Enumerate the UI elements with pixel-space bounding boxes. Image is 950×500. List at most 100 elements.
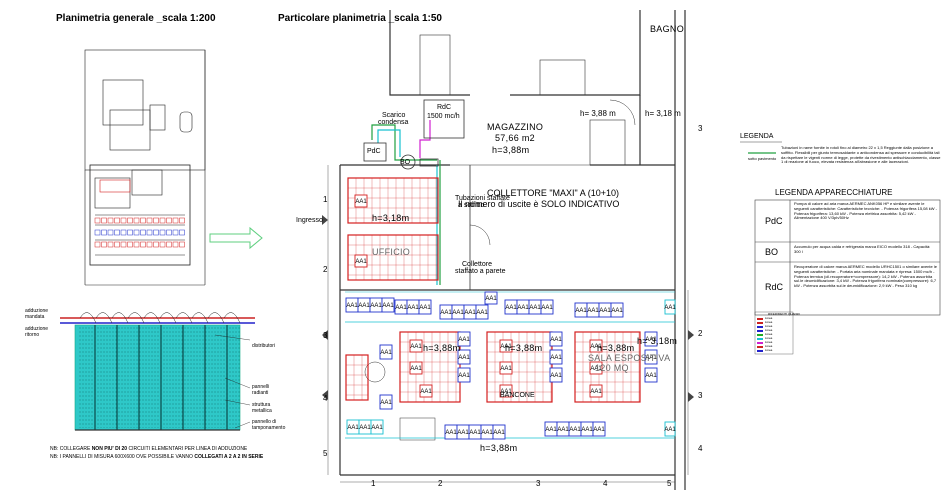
svg-text:AA1: AA1 [458, 355, 470, 361]
legend-pipe-text: Tubazioni in rame fornite in rotoli fino… [781, 145, 941, 165]
grid-label-right: 4 [698, 444, 703, 453]
aa1-panel: AA1 [457, 349, 471, 365]
aa1-panel: AA1 [589, 361, 603, 375]
mini-panel [146, 229, 153, 236]
aa1-panel: AA1 [484, 291, 498, 305]
svg-text:AA1: AA1 [347, 425, 359, 431]
svg-text:AA1: AA1 [593, 427, 605, 433]
svg-text:AA1: AA1 [541, 305, 553, 311]
mini-panel [166, 241, 172, 248]
ingresso-label: Ingresso [296, 217, 323, 224]
svg-text:AA1: AA1 [557, 427, 569, 433]
svg-text:AA1: AA1 [500, 389, 512, 395]
small-legend-swatch [757, 334, 763, 336]
grid-label-bottom: 5 [667, 479, 672, 488]
aa1-panel: AA1 [463, 304, 477, 320]
section-label: mandata [25, 314, 45, 320]
mini-panel [127, 217, 133, 224]
tubazioni-label: Tubazioni staffate [455, 195, 510, 202]
svg-text:AA1: AA1 [587, 308, 599, 314]
aa1-panel: AA1 [379, 344, 393, 360]
aa1-panel: AA1 [549, 349, 563, 365]
mini-panel [133, 229, 140, 236]
svg-text:AA1: AA1 [355, 199, 367, 205]
aa1-panel: AA1 [345, 297, 359, 313]
aa1-panel: AA1 [457, 331, 471, 347]
mini-panel [127, 229, 133, 236]
aa1-panel: AA1 [419, 384, 433, 398]
mini-panel [101, 241, 107, 248]
room-magazzino-area: 57,66 m2 [495, 133, 535, 143]
mini-panel [140, 241, 146, 248]
aa1-panel: AA1 [589, 384, 603, 398]
room-height-label: h=3,88m [423, 343, 461, 353]
mini-panel [107, 217, 114, 224]
room-height-label: h= 3,88 m [580, 109, 616, 118]
svg-text:AA1: AA1 [355, 259, 367, 265]
svg-text:AA1: AA1 [529, 305, 541, 311]
small-legend-row: Linea [765, 332, 773, 336]
collettore-label-2: staffato a parete [455, 268, 506, 275]
distributor-loop [79, 312, 97, 324]
small-legend-swatches [757, 318, 763, 352]
aa1-panel: AA1 [451, 304, 465, 320]
svg-text:AA1: AA1 [464, 310, 476, 316]
mini-panel [159, 217, 166, 224]
aa1-panel: AA1 [568, 421, 582, 437]
aa1-panel: AA1 [549, 367, 563, 383]
distributor-loop [127, 312, 145, 324]
distributor-loop [223, 312, 241, 324]
mini-panel [101, 229, 107, 236]
svg-text:AA1: AA1 [395, 305, 407, 311]
svg-text:AA1: AA1 [590, 366, 602, 372]
room-sala-area: 120 MQ [595, 363, 629, 373]
aa1-panel: AA1 [586, 302, 600, 318]
svg-text:AA1: AA1 [645, 373, 657, 379]
svg-text:AA1: AA1 [420, 389, 432, 395]
aa1-panel: AA1 [439, 304, 453, 320]
small-legend-row: Linea [765, 316, 773, 320]
small-legend-swatch [757, 322, 763, 324]
legend-pdc-code: PdC [765, 216, 783, 226]
room-height-label: h=3,88m [480, 443, 518, 453]
collettore-label: Collettore [462, 261, 492, 268]
section-label: adduzione [25, 326, 49, 332]
room-ufficio: UFFICIO [372, 247, 411, 257]
equipment-shapes [363, 99, 465, 170]
aa1-panel: AA1 [370, 419, 384, 435]
mini-panel [166, 229, 172, 236]
aa1-panel: AA1 [540, 299, 554, 315]
grid-label-left: 5 [323, 449, 328, 458]
svg-text:AA1: AA1 [458, 373, 470, 379]
distributor-loop [95, 312, 113, 324]
aa1-panel: AA1 [499, 384, 513, 398]
small-legend-row: Linea [765, 340, 773, 344]
grid-label-left: 4 [323, 394, 328, 403]
small-legend-row: Linea [765, 324, 773, 328]
distributor-loop [191, 312, 209, 324]
aa1-panel: AA1 [610, 302, 624, 318]
aa1-panel: AA1 [480, 424, 494, 440]
svg-text:AA1: AA1 [476, 310, 488, 316]
svg-text:AA1: AA1 [445, 430, 457, 436]
mini-panel [94, 229, 101, 236]
mini-panel [153, 241, 159, 248]
general-plan-panels [94, 179, 185, 248]
svg-text:AA1: AA1 [370, 303, 382, 309]
svg-text:AA1: AA1 [500, 344, 512, 350]
grid-label-bottom: 1 [371, 479, 376, 488]
svg-text:AA1: AA1 [664, 305, 676, 311]
svg-text:AA1: AA1 [545, 427, 557, 433]
room-height-label: h=3,18m [372, 213, 410, 223]
legend-bo-code: BO [765, 247, 779, 257]
note-1: NB: COLLEGARE NON PIU' DI 20 CIRCUITI EL… [50, 446, 248, 452]
aa1-panel: AA1 [556, 421, 570, 437]
svg-text:AA1: AA1 [645, 337, 657, 343]
grid-label-left: 1 [323, 195, 328, 204]
mini-panel [159, 241, 166, 248]
radiant-panel-group [486, 331, 553, 403]
svg-text:AA1: AA1 [569, 427, 581, 433]
mini-panel [107, 241, 114, 248]
aa1-panel: AA1 [644, 331, 658, 347]
